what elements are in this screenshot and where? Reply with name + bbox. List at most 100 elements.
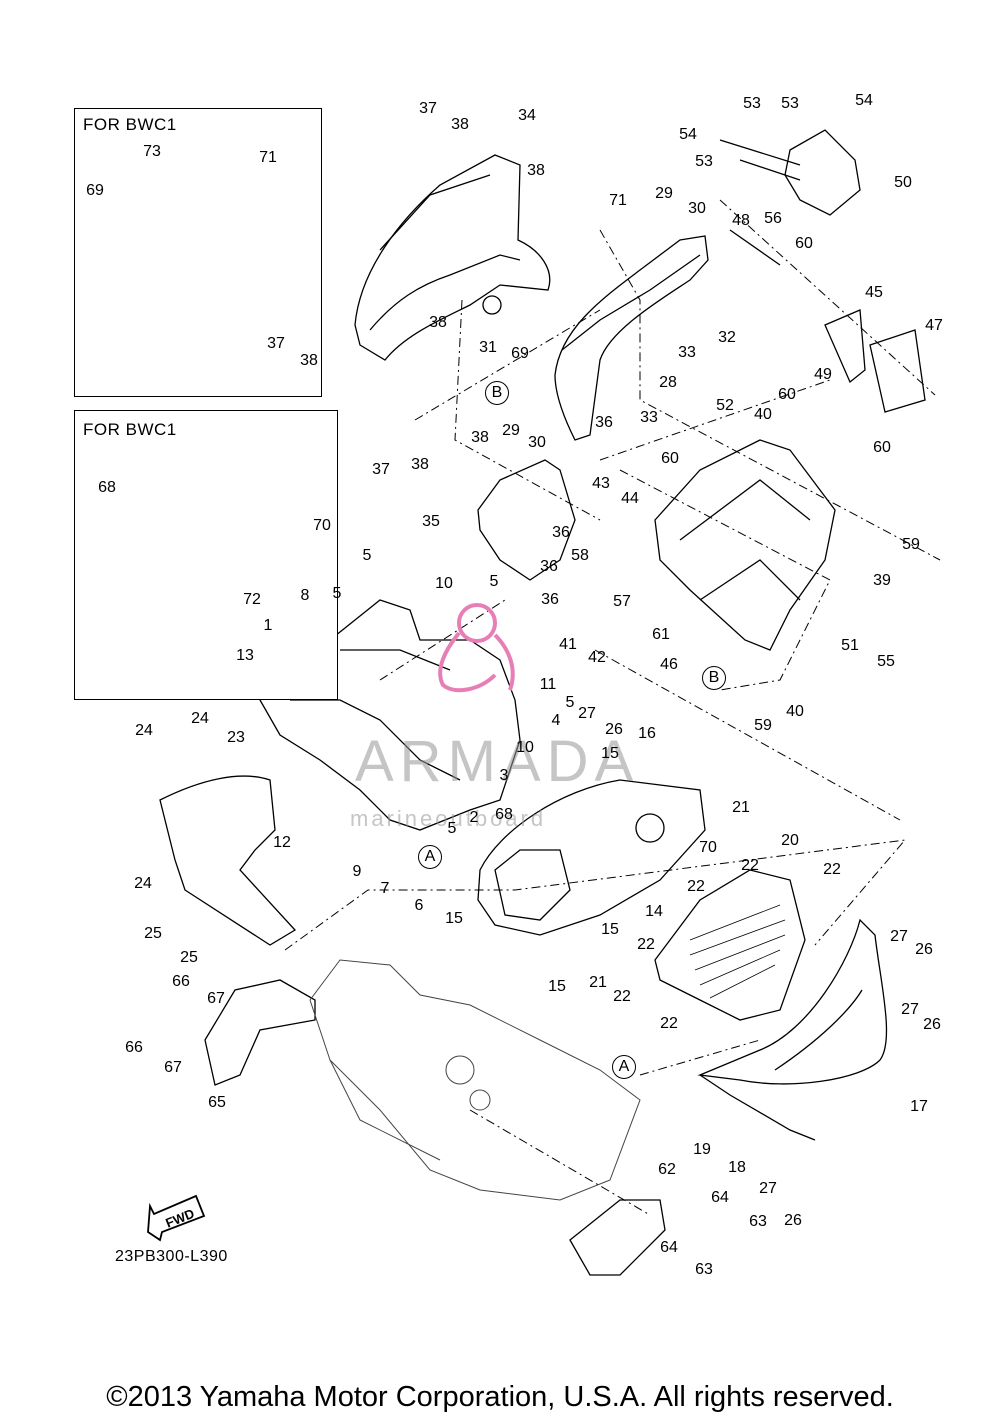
callout: 59: [902, 536, 920, 553]
callout: 38: [451, 116, 469, 133]
callout: 51: [841, 637, 859, 654]
callout: 63: [749, 1213, 767, 1230]
callout: 38: [527, 162, 545, 179]
inset-top-title: FOR BWC1: [83, 115, 177, 134]
callout: 73: [143, 143, 161, 160]
callout: 25: [144, 925, 162, 942]
armada-logo-icon: [438, 603, 515, 693]
fwd-arrow-icon: FWD: [147, 1194, 206, 1242]
callout: 38: [471, 429, 489, 446]
callout: 26: [923, 1016, 941, 1033]
callout: 24: [191, 710, 209, 727]
callout: 5: [565, 694, 575, 711]
inset-box-mid: [74, 410, 338, 700]
callout: 53: [695, 153, 713, 170]
callout: 64: [711, 1189, 729, 1206]
watermark-subtext: marineoutboard: [350, 806, 547, 831]
callout: 27: [578, 705, 596, 722]
callout: 37: [267, 335, 285, 352]
callout: 69: [86, 182, 104, 199]
callout: 18: [728, 1159, 746, 1176]
ref-marker-b: B: [485, 381, 509, 405]
callout: 62: [658, 1161, 676, 1178]
callout: 53: [781, 95, 799, 112]
callout: 68: [98, 479, 116, 496]
callout: 20: [781, 832, 799, 849]
copyright-notice: ©2013 Yamaha Motor Corporation, U.S.A. A…: [106, 1381, 894, 1413]
callout: 47: [925, 317, 943, 334]
callout: 36: [595, 414, 613, 431]
callout: 70: [699, 839, 717, 856]
callout: 15: [445, 910, 463, 927]
callout: 28: [659, 374, 677, 391]
callout: 13: [236, 647, 254, 664]
callout: 15: [601, 745, 619, 762]
callout: 39: [873, 572, 891, 589]
callout: 71: [609, 192, 627, 209]
callout: 55: [877, 653, 895, 670]
callout: 45: [865, 284, 883, 301]
callout: 22: [687, 878, 705, 895]
callout: 22: [637, 936, 655, 953]
callout: 61: [652, 626, 670, 643]
callout: 16: [638, 725, 656, 742]
callout: 66: [172, 973, 190, 990]
watermark-text: ARMADA: [355, 729, 640, 794]
callout: 10: [516, 739, 534, 756]
callout: 34: [518, 107, 536, 124]
callout: 33: [640, 409, 658, 426]
callout: 24: [135, 722, 153, 739]
callout: 5: [489, 573, 499, 590]
callout: 71: [259, 149, 277, 166]
callout: 41: [559, 636, 577, 653]
callout: 3: [499, 767, 509, 784]
callout: 72: [243, 591, 261, 608]
callout: 68: [495, 806, 513, 823]
callout: 64: [660, 1239, 678, 1256]
callout: 8: [300, 587, 310, 604]
callout: 59: [754, 717, 772, 734]
callout: 67: [207, 990, 225, 1007]
callout: 58: [571, 547, 589, 564]
callout: 60: [778, 386, 796, 403]
callout: 6: [414, 897, 424, 914]
callout: 38: [429, 314, 447, 331]
callout: 37: [419, 100, 437, 117]
callout: 63: [695, 1261, 713, 1278]
callout: 22: [741, 857, 759, 874]
callout: 19: [693, 1141, 711, 1158]
callout: 26: [605, 721, 623, 738]
callout: 29: [502, 422, 520, 439]
callout: 54: [855, 92, 873, 109]
callout: 60: [661, 450, 679, 467]
callout: 26: [915, 941, 933, 958]
callout: 14: [645, 903, 663, 920]
callout: 27: [890, 928, 908, 945]
callout: 44: [621, 490, 639, 507]
callout: 29: [655, 185, 673, 202]
callout: 1: [263, 617, 273, 634]
callout: 37: [372, 461, 390, 478]
callout: 27: [759, 1180, 777, 1197]
callout: 36: [552, 524, 570, 541]
callout: 53: [743, 95, 761, 112]
callout: 26: [784, 1212, 802, 1229]
callout: 46: [660, 656, 678, 673]
callout: 60: [795, 235, 813, 252]
callout: 22: [660, 1015, 678, 1032]
callout: 15: [601, 921, 619, 938]
callout: 30: [528, 434, 546, 451]
callout: 22: [823, 861, 841, 878]
inset-mid-title: FOR BWC1: [83, 420, 177, 439]
callout: 36: [540, 558, 558, 575]
callout: 33: [678, 344, 696, 361]
callout: 43: [592, 475, 610, 492]
callout: 30: [688, 200, 706, 217]
callout: 5: [362, 547, 372, 564]
callout: 57: [613, 593, 631, 610]
callout: 54: [679, 126, 697, 143]
callout: 31: [479, 339, 497, 356]
callout: 32: [718, 329, 736, 346]
callout: 7: [380, 880, 390, 897]
